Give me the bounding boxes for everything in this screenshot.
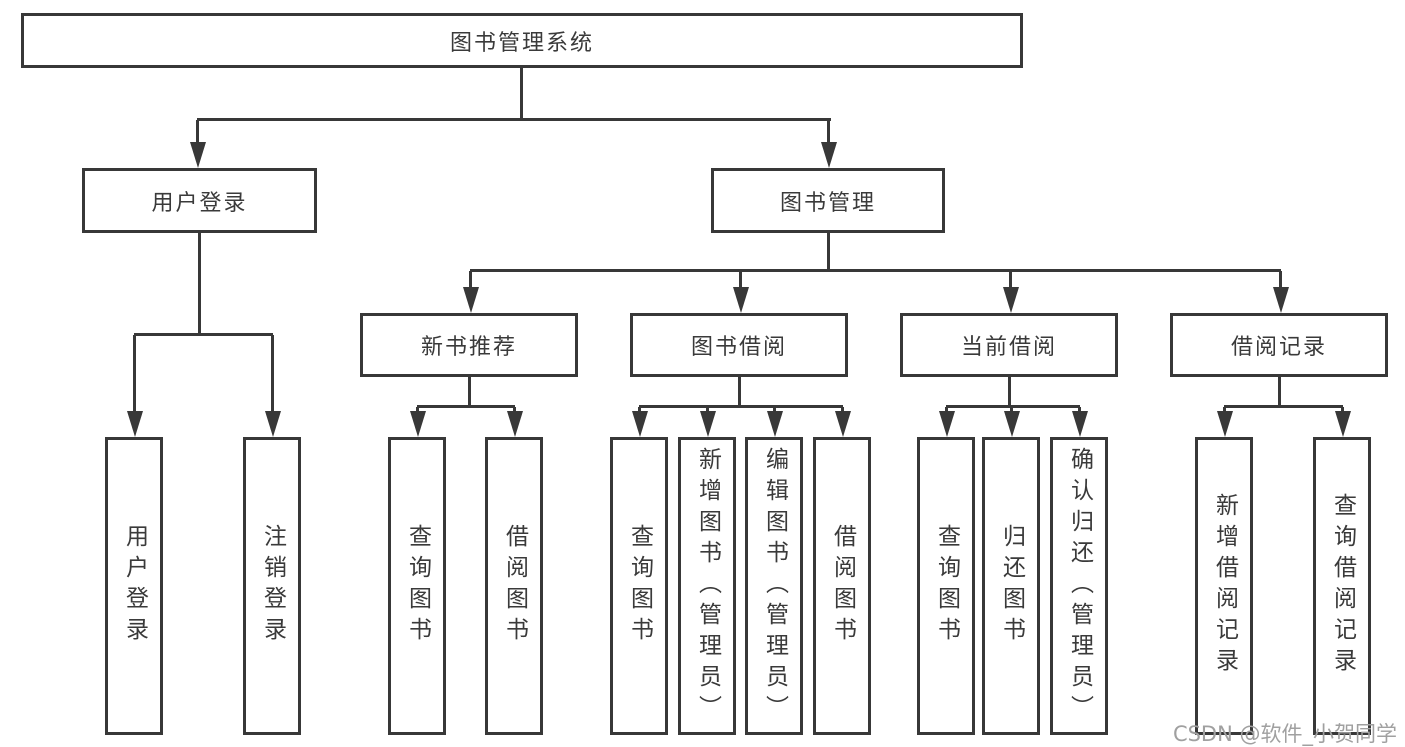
node-borrow-books-2-label: 借阅图书 (829, 524, 856, 648)
node-user-login-leaf: 用户登录 (105, 437, 163, 735)
connector-root-stub (520, 68, 523, 120)
node-library-system: 图书管理系统 (21, 13, 1023, 68)
node-current-borrowing: 当前借阅 (900, 313, 1118, 377)
arrow-to-borrowing-records (1279, 271, 1282, 287)
connector-borrowing-records-stub (1278, 377, 1281, 407)
node-query-books-2-label: 查询图书 (626, 524, 653, 648)
node-borrow-books-2: 借阅图书 (813, 437, 871, 735)
connector-user-login-stub (198, 233, 201, 335)
arrow-to-edit-books (773, 407, 776, 411)
node-library-system-label: 图书管理系统 (449, 30, 594, 56)
node-query-books-2: 查询图书 (610, 437, 668, 735)
node-borrowing-records-label: 借阅记录 (1230, 335, 1327, 360)
node-query-books-1: 查询图书 (388, 437, 446, 735)
connector-level1-branch (197, 118, 831, 121)
node-query-books-3-label: 查询图书 (933, 524, 960, 648)
node-new-book-recommendation: 新书推荐 (360, 313, 578, 377)
node-book-borrowing: 图书借阅 (630, 313, 848, 377)
arrow-to-book-borrowing (739, 271, 742, 287)
node-edit-books-admin-label: 编辑图书（管理员） (761, 446, 788, 726)
node-confirm-return-admin-label: 确认归还（管理员） (1066, 446, 1093, 726)
arrow-to-confirm-return (1078, 407, 1081, 411)
node-edit-books-admin: 编辑图书（管理员） (745, 437, 803, 735)
connector-book-borrowing-branch (639, 405, 843, 408)
node-add-books-admin-label: 新增图书（管理员） (694, 446, 721, 726)
arrow-to-user-login-leaf (133, 335, 136, 411)
arrow-to-query-borrow-record (1341, 407, 1344, 411)
node-query-books-3: 查询图书 (917, 437, 975, 735)
node-current-borrowing-label: 当前借阅 (960, 335, 1057, 360)
connector-current-borrowing-branch (946, 405, 1080, 408)
arrow-to-query-books-3 (945, 407, 948, 411)
csdn-watermark: CSDN @软件_小贺同学 (1172, 722, 1397, 746)
node-book-management: 图书管理 (711, 168, 945, 233)
arrow-to-query-books-2 (638, 407, 641, 411)
node-user-login-leaf-label: 用户登录 (121, 524, 148, 648)
connector-user-login-branch (134, 333, 273, 336)
connector-current-borrowing-stub (1008, 377, 1011, 407)
arrow-to-add-books (706, 407, 709, 411)
node-add-borrow-record-label: 新增借阅记录 (1211, 493, 1238, 679)
node-borrowing-records: 借阅记录 (1170, 313, 1388, 377)
node-query-books-1-label: 查询图书 (404, 524, 431, 648)
node-new-book-recommendation-label: 新书推荐 (420, 335, 517, 360)
node-logout: 注销登录 (243, 437, 301, 735)
node-user-login-label: 用户登录 (151, 190, 248, 216)
arrow-to-borrow-books-2 (841, 407, 844, 411)
arrow-to-new-book-recommendation (469, 271, 472, 287)
arrow-to-user-login (196, 120, 199, 142)
node-add-borrow-record: 新增借阅记录 (1195, 437, 1253, 735)
arrow-to-return-books (1010, 407, 1013, 411)
connector-new-book-recommendation-branch (417, 405, 515, 408)
node-query-borrow-record-label: 查询借阅记录 (1329, 493, 1356, 679)
node-book-management-label: 图书管理 (779, 190, 876, 216)
node-query-borrow-record: 查询借阅记录 (1313, 437, 1371, 735)
connector-book-management-stub (827, 233, 830, 271)
connector-level2-branch (470, 269, 1281, 272)
connector-borrowing-records-branch (1224, 405, 1343, 408)
arrow-to-current-borrowing (1009, 271, 1012, 287)
node-book-borrowing-label: 图书借阅 (690, 335, 787, 360)
arrow-to-book-management (827, 120, 830, 142)
node-confirm-return-admin: 确认归还（管理员） (1050, 437, 1108, 735)
connector-new-book-recommendation-stub (468, 377, 471, 407)
arrow-to-borrow-books-1 (513, 407, 516, 411)
node-add-books-admin: 新增图书（管理员） (678, 437, 736, 735)
arrow-to-query-books-1 (416, 407, 419, 411)
node-return-books-label: 归还图书 (998, 524, 1025, 648)
arrow-to-add-borrow-record (1223, 407, 1226, 411)
node-return-books: 归还图书 (982, 437, 1040, 735)
node-borrow-books-1: 借阅图书 (485, 437, 543, 735)
connector-book-borrowing-stub (738, 377, 741, 407)
node-user-login: 用户登录 (82, 168, 317, 233)
node-borrow-books-1-label: 借阅图书 (501, 524, 528, 648)
arrow-to-logout-leaf (271, 335, 274, 411)
node-logout-label: 注销登录 (259, 524, 286, 648)
